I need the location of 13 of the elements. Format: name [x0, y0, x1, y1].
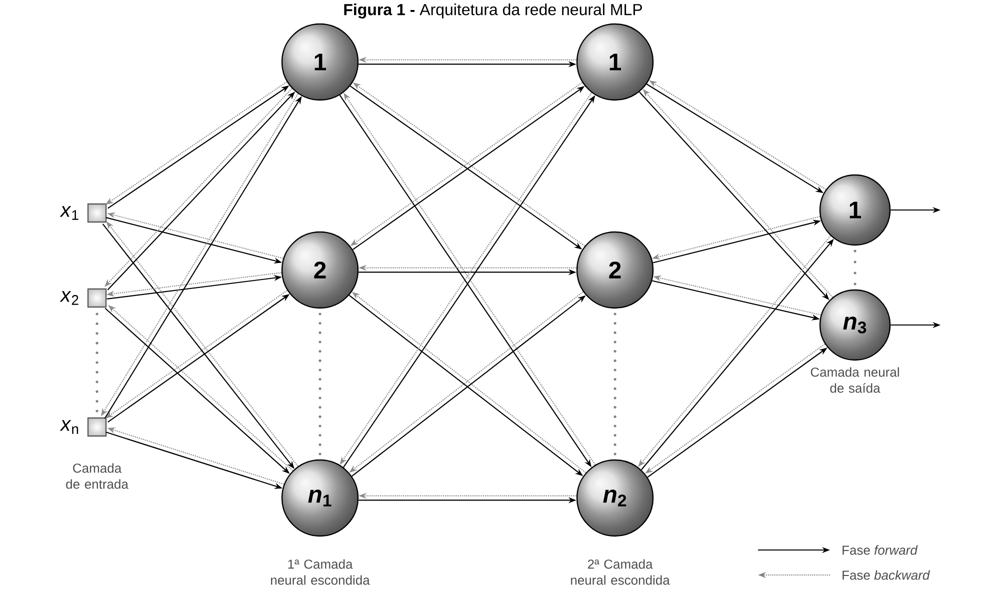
input-label: x$_{n}$: [60, 420, 78, 434]
legend-label: Fase forward: [842, 545, 918, 555]
layer-label: Camada de entrada: [66, 463, 128, 489]
input-label: x$_{1}$: [60, 206, 78, 220]
layer-label: 2ª Camada neural escondida: [571, 559, 670, 585]
input-square: [87, 417, 107, 437]
input-square: [87, 203, 107, 223]
figure-title: Figura 1 - Arquitetura da rede neural MLP: [344, 4, 642, 18]
layer-label: Camada neural de saída: [810, 367, 899, 393]
input-square: [87, 288, 107, 308]
legend-label: Fase backward: [842, 570, 930, 580]
input-label: x$_{2}$: [60, 291, 78, 305]
layer-label: 1ª Camada neural escondida: [271, 559, 370, 585]
